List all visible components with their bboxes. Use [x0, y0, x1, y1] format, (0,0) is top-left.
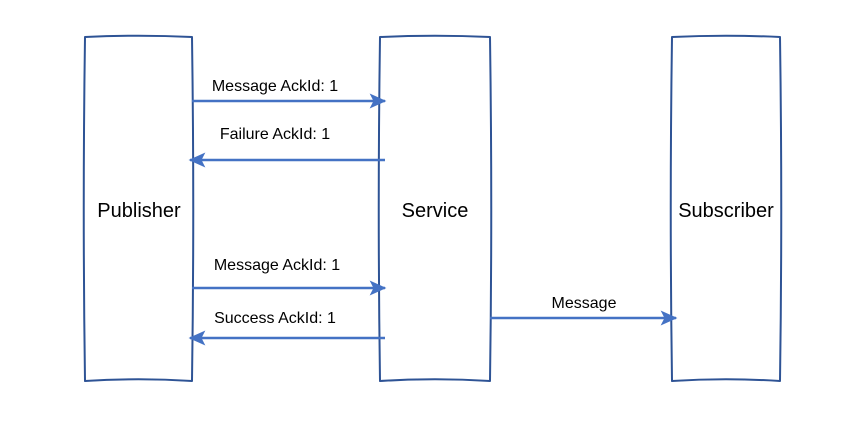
participant-box-group — [82, 34, 783, 382]
participant-label-service: Service — [401, 200, 469, 222]
message-label-failure-ackid-1: Failure AckId: 1 — [219, 126, 331, 143]
participant-label-publisher: Publisher — [97, 200, 181, 222]
message-label-success-ackid-1: Success AckId: 1 — [214, 310, 336, 327]
message-label-message-ackid-1-second: Message AckId: 1 — [213, 257, 341, 274]
participant-box-service[interactable] — [377, 34, 493, 382]
participant-box-publisher[interactable] — [82, 34, 195, 382]
message-arrow-group — [188, 93, 678, 346]
message-label-message-ackid-1-first: Message AckId: 1 — [211, 78, 339, 95]
participant-label-subscriber: Subscriber — [678, 200, 774, 222]
message-label-message: Message — [551, 295, 617, 312]
participant-box-subscriber[interactable] — [669, 34, 783, 382]
